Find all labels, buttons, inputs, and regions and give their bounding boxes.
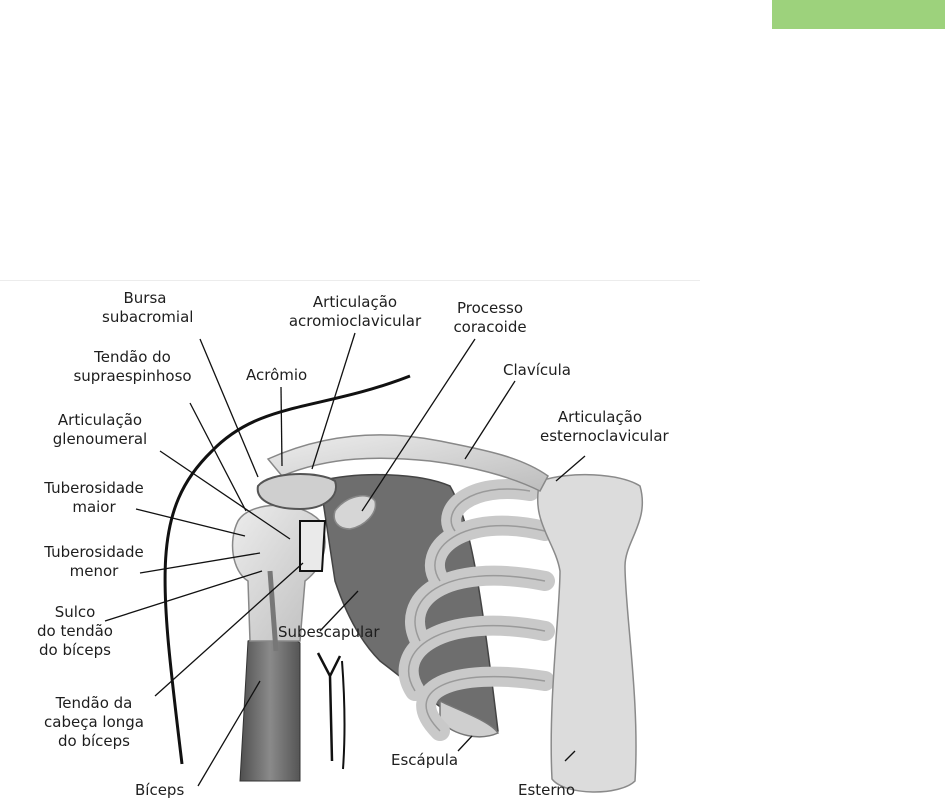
acromion — [258, 474, 336, 509]
label-acromio: Acrômio — [246, 366, 307, 385]
header-color-tab — [772, 0, 945, 29]
axilla-mark — [318, 653, 340, 761]
label-clavicula: Clavícula — [503, 361, 571, 380]
label-escapula: Escápula — [391, 751, 458, 770]
label-subescapular: Subescapular — [278, 623, 380, 642]
label-esterno: Esterno — [518, 781, 575, 800]
body-outline-right — [342, 661, 344, 769]
biceps-muscle — [240, 637, 300, 781]
glenohumeral-joint — [300, 521, 325, 571]
label-biceps: Bíceps — [135, 781, 184, 800]
